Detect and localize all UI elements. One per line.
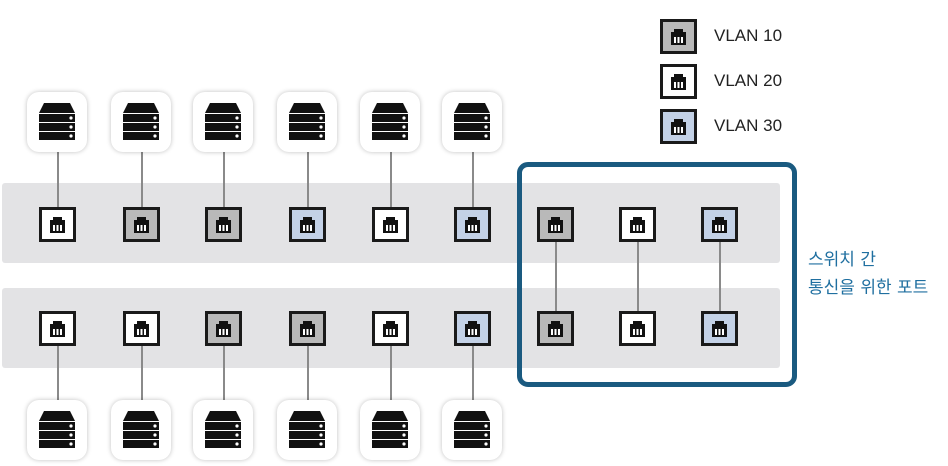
access-port-vlan10: [123, 207, 160, 242]
trunk-link: [637, 240, 639, 312]
server-icon: [123, 103, 159, 140]
access-port-vlan20: [123, 311, 160, 346]
server-link: [307, 344, 309, 402]
legend-item-vlan20: VLAN 20: [660, 63, 782, 99]
server-icon: [372, 103, 408, 140]
server-icon: [372, 411, 408, 448]
server-link: [57, 150, 59, 208]
server-top: [193, 92, 253, 152]
legend-label: VLAN 10: [714, 26, 783, 45]
server-link: [390, 344, 392, 402]
ethernet-port-icon: [465, 217, 480, 233]
trunk-port-vlan10: [537, 207, 574, 242]
server-icon: [454, 103, 490, 140]
server-bottom: [277, 400, 337, 460]
server-top: [360, 92, 420, 152]
ethernet-port-icon: [671, 118, 686, 135]
server-icon: [205, 103, 241, 140]
ethernet-port-icon: [671, 28, 686, 45]
server-link: [141, 344, 143, 402]
server-bottom: [27, 400, 87, 460]
ethernet-port-icon: [383, 321, 398, 337]
legend-label: VLAN 30: [714, 116, 783, 135]
server-link: [390, 150, 392, 208]
server-icon: [289, 411, 325, 448]
server-bottom: [193, 400, 253, 460]
trunk-ports-highlight: [517, 162, 797, 387]
ethernet-port-icon: [630, 321, 645, 337]
trunk-port-vlan20: [619, 207, 656, 242]
legend-label: VLAN 20: [714, 71, 783, 90]
ethernet-port-icon: [548, 217, 563, 233]
ethernet-port-icon: [383, 217, 398, 233]
legend-port-icon: [660, 18, 697, 54]
server-top: [277, 92, 337, 152]
server-link: [223, 344, 225, 402]
access-port-vlan10: [205, 311, 242, 346]
server-top: [111, 92, 171, 152]
ethernet-port-icon: [134, 217, 149, 233]
legend-port-icon: [660, 108, 697, 144]
ethernet-port-icon: [216, 321, 231, 337]
ethernet-port-icon: [300, 321, 315, 337]
ethernet-port-icon: [216, 217, 231, 233]
server-icon: [39, 411, 75, 448]
trunk-port-vlan30: [701, 311, 738, 346]
legend-item-vlan30: VLAN 30: [660, 108, 782, 144]
server-bottom: [360, 400, 420, 460]
server-link: [223, 150, 225, 208]
callout-line-1: 스위치 간: [808, 250, 876, 270]
access-port-vlan20: [39, 207, 76, 242]
access-port-vlan30: [454, 207, 491, 242]
access-port-vlan30: [454, 311, 491, 346]
server-link: [141, 150, 143, 208]
ethernet-port-icon: [134, 321, 149, 337]
server-top: [442, 92, 502, 152]
access-port-vlan20: [372, 207, 409, 242]
server-link: [57, 344, 59, 402]
ethernet-port-icon: [630, 217, 645, 233]
server-icon: [123, 411, 159, 448]
server-top: [27, 92, 87, 152]
trunk-port-vlan20: [619, 311, 656, 346]
access-port-vlan10: [289, 311, 326, 346]
legend-port-icon: [660, 63, 697, 99]
trunk-link: [555, 240, 557, 312]
server-bottom: [442, 400, 502, 460]
server-link: [472, 150, 474, 208]
access-port-vlan20: [372, 311, 409, 346]
ethernet-port-icon: [712, 321, 727, 337]
access-port-vlan10: [205, 207, 242, 242]
server-icon: [39, 103, 75, 140]
trunk-link: [719, 240, 721, 312]
server-bottom: [111, 400, 171, 460]
server-link: [472, 344, 474, 402]
access-port-vlan20: [39, 311, 76, 346]
ethernet-port-icon: [300, 217, 315, 233]
trunk-ports-callout: 스위치 간 통신을 위한 포트: [808, 246, 928, 302]
access-port-vlan30: [289, 207, 326, 242]
ethernet-port-icon: [50, 321, 65, 337]
callout-line-2: 통신을 위한 포트: [808, 278, 929, 298]
ethernet-port-icon: [465, 321, 480, 337]
server-icon: [454, 411, 490, 448]
ethernet-port-icon: [671, 73, 686, 90]
trunk-port-vlan30: [701, 207, 738, 242]
ethernet-port-icon: [712, 217, 727, 233]
server-icon: [289, 103, 325, 140]
server-icon: [205, 411, 241, 448]
ethernet-port-icon: [50, 217, 65, 233]
trunk-port-vlan10: [537, 311, 574, 346]
ethernet-port-icon: [548, 321, 563, 337]
legend-item-vlan10: VLAN 10: [660, 18, 782, 54]
server-link: [307, 150, 309, 208]
